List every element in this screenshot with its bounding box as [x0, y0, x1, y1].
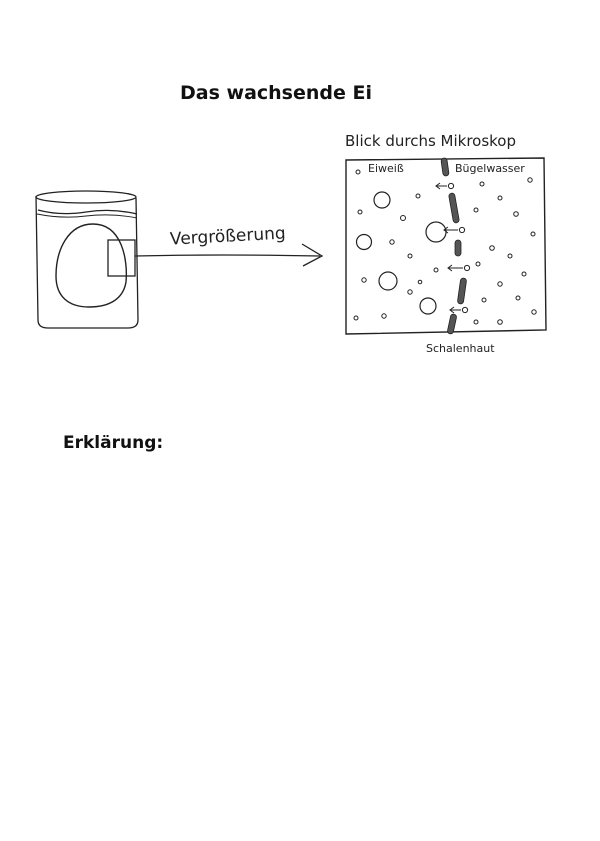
egg	[55, 223, 128, 308]
shell-membrane	[440, 157, 467, 335]
eiweiss-label: Eiweiß	[368, 162, 404, 175]
protein-particles	[355, 191, 447, 315]
vergroesserung-label: Vergrößerung	[169, 224, 286, 250]
page-title: Das wachsende Ei	[180, 82, 372, 104]
magnification-arrow	[134, 243, 324, 267]
small-particles	[353, 169, 537, 325]
microscope-view-label: Blick durchs Mikroskop	[345, 132, 516, 150]
schalenhaut-label: Schalenhaut	[426, 342, 495, 355]
beaker	[35, 190, 139, 329]
water-line	[37, 209, 138, 215]
water-molecule-arrows	[435, 182, 471, 314]
explanation-heading: Erklärung:	[63, 433, 164, 453]
zoom-rectangle	[107, 239, 136, 277]
microscope-frame	[345, 157, 547, 335]
buegelwasser-label: Bügelwasser	[455, 162, 525, 175]
